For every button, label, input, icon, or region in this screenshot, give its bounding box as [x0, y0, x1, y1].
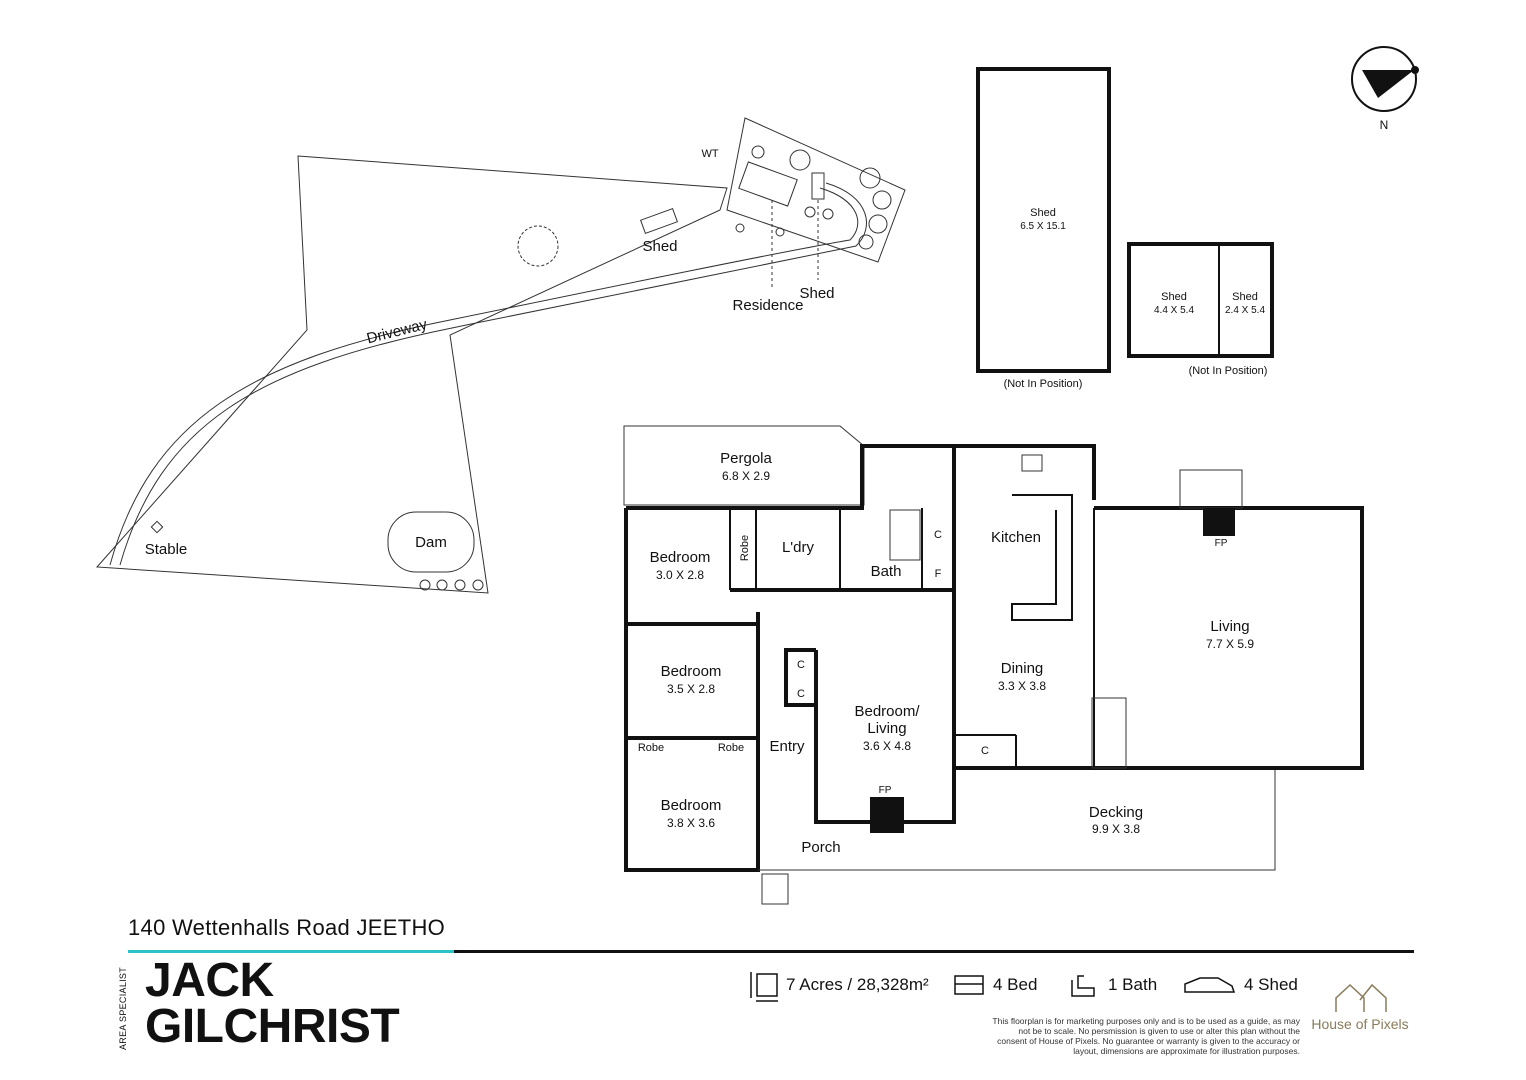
car-icon	[1184, 977, 1236, 993]
robe-label-3: Robe	[718, 742, 744, 754]
driveway-path	[109, 187, 859, 566]
kitchen-label: Kitchen	[991, 529, 1041, 546]
agent-tagline: AREA SPECIALIST	[118, 966, 128, 1050]
shed-site-marker	[639, 207, 679, 235]
divider-rule	[454, 950, 1414, 953]
north-arrow-icon	[1362, 70, 1414, 98]
bedroom-3-dims: 3.8 X 3.6	[667, 816, 715, 830]
property-address: 140 Wettenhalls Road JEETHO	[128, 915, 446, 940]
bedroom-2-dims: 3.5 X 2.8	[667, 682, 715, 696]
shed-site-marker-2	[811, 172, 825, 200]
living-dims: 7.7 X 5.9	[1206, 637, 1254, 651]
fireplace-label-2: FP	[879, 785, 892, 796]
shed-small-note: (Not In Position)	[1189, 365, 1268, 377]
dam-label: Dam	[415, 534, 447, 551]
outbuildings: Shed 6.5 X 15.1 (Not In Position) Shed 4…	[976, 67, 1274, 390]
house-floorplan: Pergola 6.8 X 2.9 Bedroom 3.0 X 2.8 Robe…	[623, 425, 1364, 905]
pergola-label: Pergola	[720, 450, 772, 467]
bedroom-3-label: Bedroom	[661, 797, 722, 814]
dam-outline	[387, 511, 475, 573]
bed-icon	[954, 975, 984, 995]
bedroom-1-dims: 3.0 X 2.8	[656, 568, 704, 582]
porch-label: Porch	[801, 839, 840, 856]
stable-marker	[150, 520, 164, 534]
decking-label: Decking	[1089, 804, 1143, 821]
shed-small-2-dims: 2.4 X 5.4	[1225, 305, 1265, 316]
dining-label: Dining	[1001, 660, 1044, 677]
compass: N	[1351, 46, 1419, 132]
fridge-label: F	[935, 568, 942, 580]
pergola-dims: 6.8 X 2.9	[722, 469, 770, 483]
wt-label: WT	[701, 148, 718, 160]
decking-dims: 9.9 X 3.8	[1092, 822, 1140, 836]
shed-site-label: Shed	[642, 238, 677, 255]
robe-label-2: Robe	[638, 742, 664, 754]
shed-small-2-name: Shed	[1232, 291, 1258, 303]
cupboard-label-2: C	[797, 659, 805, 671]
shed-stat: 4 Shed	[1244, 975, 1298, 994]
house-lot-boundary	[726, 117, 906, 263]
bedroom-2-label: Bedroom	[661, 663, 722, 680]
bedroom-living-label-2: Living	[867, 720, 906, 737]
agent-last-name: GILCHRIST	[145, 1000, 400, 1053]
dining-dims: 3.3 X 3.8	[998, 679, 1046, 693]
robe-label: Robe	[739, 535, 751, 561]
bed-stat: 4 Bed	[993, 975, 1038, 994]
bath-label: Bath	[871, 563, 902, 580]
shed-large-name: Shed	[1030, 207, 1056, 219]
land-area-icon	[750, 972, 778, 1002]
cupboard-label-4: C	[981, 745, 989, 757]
property-boundary	[95, 155, 728, 594]
accent-rule	[128, 950, 454, 953]
brand-name: House of Pixels	[1311, 1016, 1409, 1032]
compass-label: N	[1380, 118, 1389, 132]
living-label: Living	[1210, 618, 1249, 635]
tree-icon	[517, 225, 559, 267]
bath-icon	[1071, 975, 1095, 997]
bath-stat: 1 Bath	[1108, 975, 1158, 994]
shed-large-dims: 6.5 X 15.1	[1020, 221, 1066, 232]
house-of-pixels-logo-icon	[1335, 983, 1387, 1012]
stable-label: Stable	[145, 541, 188, 558]
shed-large-note: (Not In Position)	[1004, 378, 1083, 390]
agent-name: JACK GILCHRIST	[145, 954, 400, 1053]
shed-small-1-name: Shed	[1161, 291, 1187, 303]
shed-small-1-dims: 4.4 X 5.4	[1154, 305, 1194, 316]
laundry-label: L'dry	[782, 539, 815, 556]
fireplace-label: FP	[1215, 538, 1228, 549]
agent-first-name: JACK	[145, 954, 274, 1007]
bedroom-1-label: Bedroom	[650, 549, 711, 566]
cupboard-label-3: C	[797, 688, 805, 700]
bedroom-living-dims: 3.6 X 4.8	[863, 739, 911, 753]
residence-site-marker	[738, 161, 798, 207]
site-plan: WT Shed Shed Residence Driveway Stable D…	[95, 117, 906, 594]
land-area-stat: 7 Acres / 28,328m²	[786, 975, 929, 994]
entry-label: Entry	[769, 738, 805, 755]
cupboard-label: C	[934, 529, 942, 541]
shed-site-label-2: Shed	[799, 285, 834, 302]
brand-logo: House of Pixels	[1300, 980, 1420, 1032]
driveway-label: Driveway	[365, 316, 429, 348]
disclaimer-text: This floorplan is for marketing purposes…	[992, 1016, 1300, 1056]
residence-label: Residence	[733, 297, 804, 314]
bedroom-living-label: Bedroom/	[854, 703, 920, 720]
